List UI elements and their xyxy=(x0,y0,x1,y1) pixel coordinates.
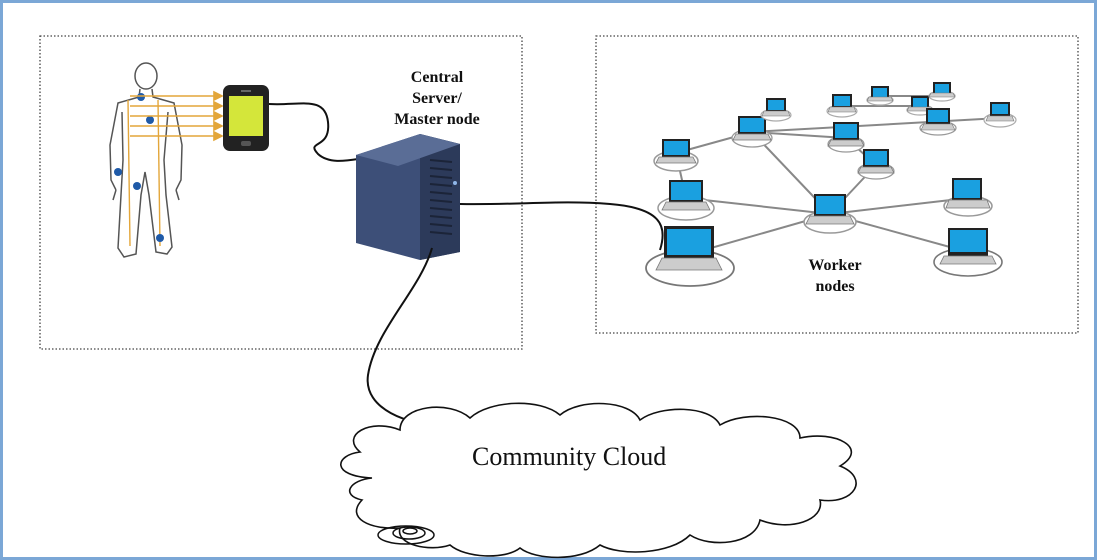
laptop-icon xyxy=(983,102,1017,128)
sensor-dots xyxy=(114,93,164,242)
laptop-icon xyxy=(943,178,993,217)
laptop-icon xyxy=(645,226,735,287)
phone-server-cable xyxy=(268,102,366,162)
central-server-label-line3: Master node xyxy=(394,111,480,128)
laptop-icon xyxy=(803,194,857,234)
laptop-icon xyxy=(760,98,792,122)
laptop-icon xyxy=(928,82,956,102)
laptop-icon xyxy=(919,108,957,136)
smartphone-icon xyxy=(223,85,269,151)
central-server-label-line1: Central xyxy=(410,69,464,86)
laptop-icon xyxy=(857,149,895,180)
laptop-icon xyxy=(933,228,1003,277)
central-server-label: Central Server/ Master node xyxy=(382,67,492,130)
human-body-sensors-icon xyxy=(109,62,183,258)
community-cloud-label: Community Cloud xyxy=(472,442,667,471)
laptop-icon xyxy=(731,116,773,148)
laptop-icon xyxy=(826,94,858,118)
laptop-icon xyxy=(827,122,865,153)
server-worker-cable xyxy=(459,201,664,251)
worker-nodes-box xyxy=(595,35,1079,334)
worker-nodes-label-line1: Worker xyxy=(808,257,862,274)
laptop-icon xyxy=(866,86,894,106)
worker-nodes-label: Worker nodes xyxy=(800,255,870,297)
cloud-cable-coil xyxy=(377,525,435,545)
laptop-icon xyxy=(653,139,699,172)
worker-nodes-label-line2: nodes xyxy=(815,278,855,295)
laptops xyxy=(645,82,1017,287)
sensor-signal-arrows xyxy=(130,90,224,142)
cloud-icon xyxy=(340,402,857,559)
body-area-network-box xyxy=(39,35,523,350)
server-tower-icon xyxy=(356,134,460,260)
laptop-icon xyxy=(657,180,715,221)
central-server-label-line2: Server/ xyxy=(412,90,462,107)
